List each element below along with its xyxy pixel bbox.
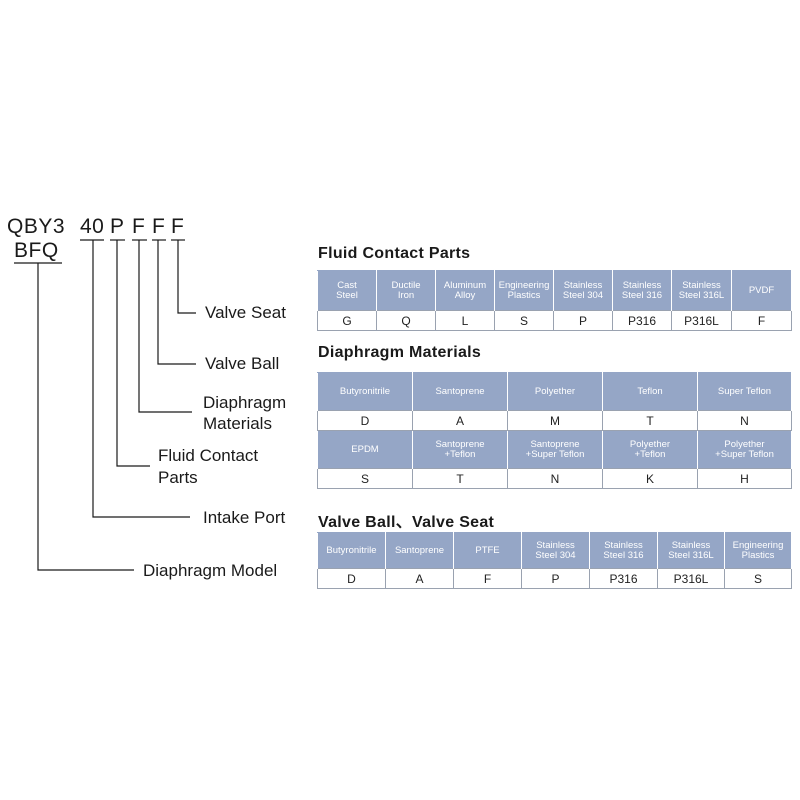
header-cell: Polyether+Super Teflon (697, 430, 792, 469)
code-cell: Q (376, 310, 436, 331)
header-cell: Butyronitrile (317, 532, 386, 569)
code-cell: P316 (612, 310, 672, 331)
code-cell: K (602, 468, 698, 489)
title-valve-ball-seat: Valve Ball、Valve Seat (318, 514, 495, 531)
code-cell: M (507, 410, 603, 431)
code-cell: A (385, 568, 454, 589)
code-cell: P (553, 310, 613, 331)
header-cell: Polyether+Teflon (602, 430, 698, 469)
code-cell: P (521, 568, 590, 589)
code-cell: A (412, 410, 508, 431)
code-cell: P316L (657, 568, 725, 589)
header-cell: Santoprene+Teflon (412, 430, 508, 469)
header-cell: Polyether (507, 372, 603, 411)
header-cell: Butyronitrile (317, 372, 413, 411)
code-cell: G (317, 310, 377, 331)
code-cell: H (697, 468, 792, 489)
code-cell: T (412, 468, 508, 489)
label-valve-seat: Valve Seat (205, 303, 286, 322)
label-intake-port: Intake Port (203, 508, 286, 527)
label-diaphragm-model: Diaphragm Model (143, 561, 278, 580)
header-cell: Santoprene+Super Teflon (507, 430, 603, 469)
label-valve-ball: Valve Ball (205, 354, 280, 373)
code-cell: P316 (589, 568, 658, 589)
leader-valve-seat (177, 240, 196, 314)
header-cell: Santoprene (385, 532, 454, 569)
header-cell: Santoprene (412, 372, 508, 411)
leader-diaphragm-model (37, 263, 134, 571)
code-cell: F (453, 568, 522, 589)
code-cell: N (507, 468, 603, 489)
header-cell: EPDM (317, 430, 413, 469)
code-cell: L (435, 310, 495, 331)
label-diaphragm-materials-2: Materials (203, 414, 272, 433)
model-code-fluid: P (110, 215, 125, 238)
leader-valve-ball (157, 240, 196, 365)
model-code-line2: BFQ (14, 239, 59, 262)
code-cell: D (317, 568, 386, 589)
model-code-ball: F (152, 215, 166, 238)
leader-intake-port (92, 240, 190, 518)
header-cell: Teflon (602, 372, 698, 411)
code-cell: P316L (671, 310, 732, 331)
header-cell: Super Teflon (697, 372, 792, 411)
code-cell: N (697, 410, 792, 431)
label-diaphragm-materials-1: Diaphragm (203, 393, 287, 412)
leader-diaphragm-materials (138, 240, 192, 413)
table-diaphragm-materials: Butyronitrile Santoprene Polyether Teflo… (317, 372, 792, 489)
code-cell: T (602, 410, 698, 431)
model-code-line1: QBY3 (7, 215, 66, 238)
label-fluid-contact-2: Parts (158, 468, 198, 487)
header-cell: PTFE (453, 532, 522, 569)
code-cell: S (317, 468, 413, 489)
header-cell: PVDF (731, 270, 792, 311)
code-cell: S (494, 310, 554, 331)
code-cell: S (724, 568, 792, 589)
code-cell: D (317, 410, 413, 431)
title-fluid-contact-parts: Fluid Contact Parts (318, 245, 471, 262)
model-code-seat: F (171, 215, 185, 238)
model-code-port: 40 (80, 215, 105, 238)
model-code-diaphragm: F (132, 215, 146, 238)
title-diaphragm-materials: Diaphragm Materials (318, 344, 482, 361)
leader-fluid-contact (116, 240, 150, 467)
code-cell: F (731, 310, 792, 331)
label-fluid-contact-1: Fluid Contact (158, 446, 259, 465)
